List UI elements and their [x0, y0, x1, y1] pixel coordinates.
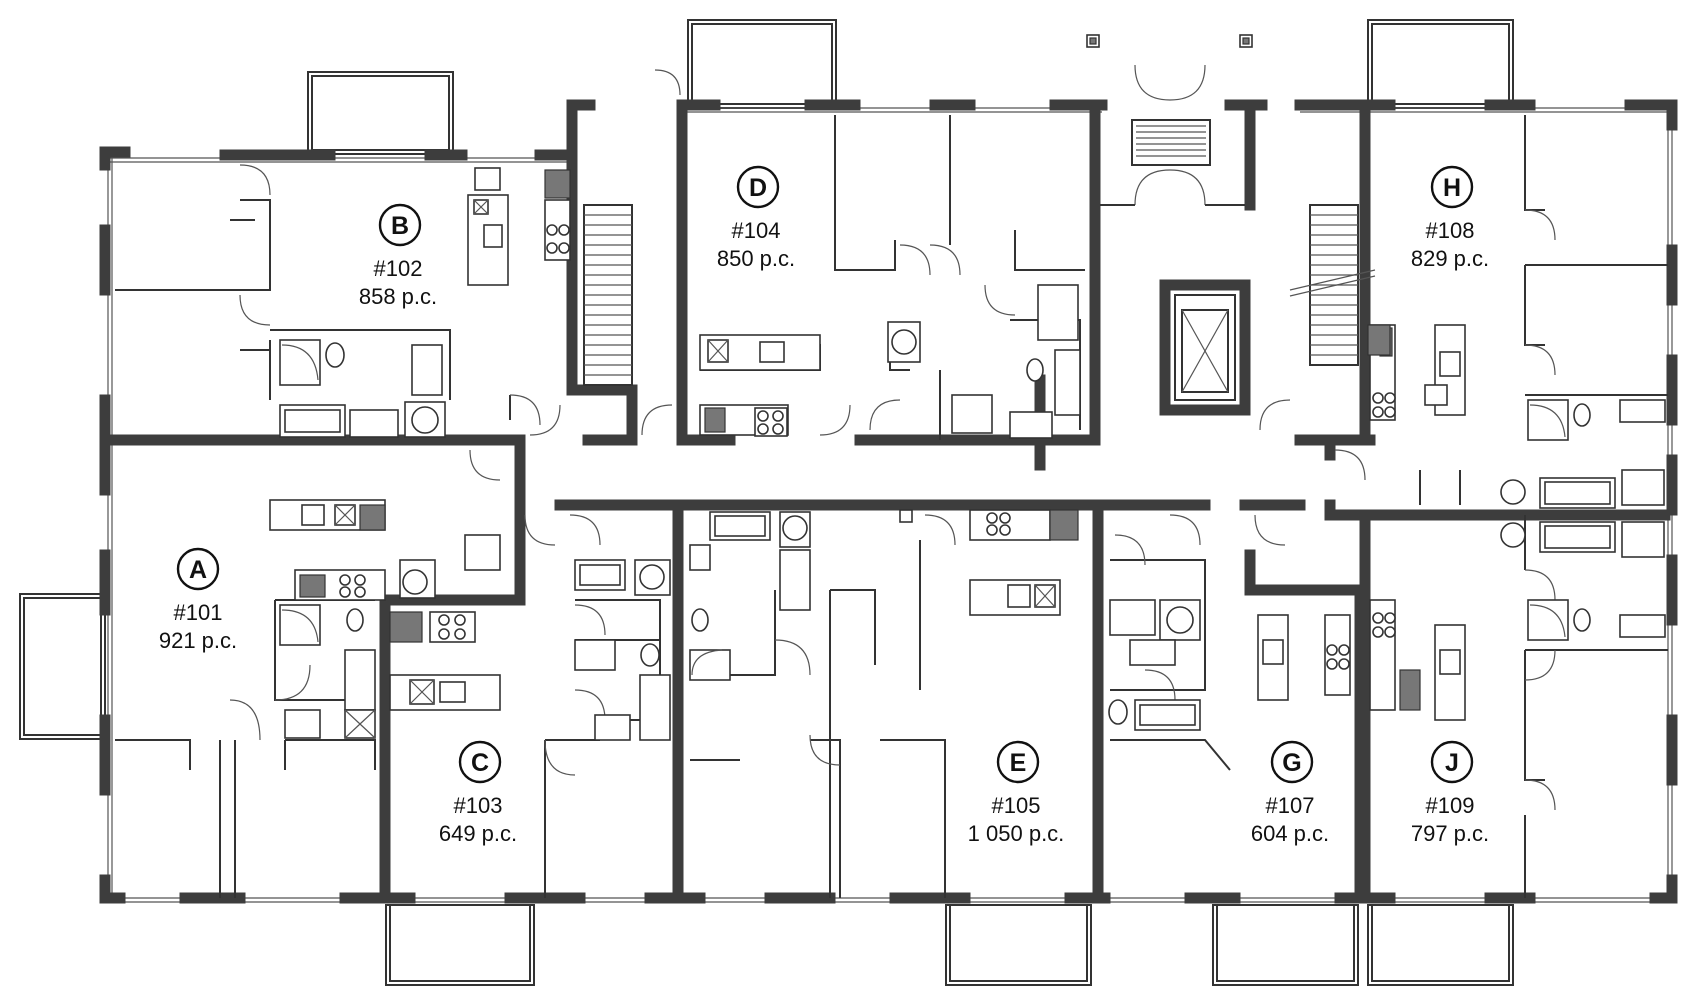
unit-badge-d: [736, 165, 780, 209]
unit-area-a: 921 p.c.: [159, 628, 237, 653]
unit-letter-g: G: [1282, 749, 1301, 777]
unit-number-d: #104: [732, 218, 781, 243]
unit-area-b: 858 p.c.: [359, 284, 437, 309]
unit-label-h: H #108 829 p.c.: [1411, 165, 1489, 271]
unit-label-e: E #105 1 050 p.c.: [968, 740, 1065, 846]
unit-number-e: #105: [992, 793, 1041, 818]
unit-area-e: 1 050 p.c.: [968, 821, 1065, 846]
unit-badge-g: [1270, 740, 1314, 784]
unit-badge-e: [996, 740, 1040, 784]
unit-badge-j: [1430, 740, 1474, 784]
stair-west: [583, 204, 633, 386]
unit-label-d: D #104 850 p.c.: [717, 165, 795, 271]
unit-label-g: G #107 604 p.c.: [1251, 740, 1329, 846]
unit-badge-c: [458, 740, 502, 784]
elevator: [1174, 294, 1236, 401]
unit-letter-e: E: [1010, 749, 1027, 777]
unit-label-a: A #101 921 p.c.: [159, 547, 237, 653]
unit-number-h: #108: [1426, 218, 1475, 243]
unit-letter-d: D: [749, 174, 767, 202]
unit-area-g: 604 p.c.: [1251, 821, 1329, 846]
walls: [99, 99, 1678, 904]
unit-badge-h: [1430, 165, 1474, 209]
stair-east: [1289, 204, 1376, 366]
balconies: [19, 19, 1514, 986]
unit-label-j: J #109 797 p.c.: [1411, 740, 1489, 846]
unit-letter-h: H: [1443, 174, 1461, 202]
unit-badge-a: [176, 547, 220, 591]
fixtures: [269, 167, 1666, 741]
main-entrance: [1086, 34, 1253, 206]
unit-number-g: #107: [1266, 793, 1315, 818]
unit-letter-c: C: [471, 749, 489, 777]
unit-label-c: C #103 649 p.c.: [439, 740, 517, 846]
unit-area-d: 850 p.c.: [717, 246, 795, 271]
unit-number-j: #109: [1426, 793, 1475, 818]
unit-letter-b: B: [391, 212, 409, 240]
unit-number-c: #103: [454, 793, 503, 818]
unit-number-a: #101: [174, 600, 223, 625]
unit-letter-a: A: [189, 556, 207, 584]
unit-area-j: 797 p.c.: [1411, 821, 1489, 846]
unit-letter-j: J: [1445, 749, 1459, 777]
unit-number-b: #102: [374, 256, 423, 281]
unit-area-c: 649 p.c.: [439, 821, 517, 846]
unit-area-h: 829 p.c.: [1411, 246, 1489, 271]
unit-badge-b: [378, 203, 422, 247]
unit-label-b: B #102 858 p.c.: [359, 203, 437, 309]
